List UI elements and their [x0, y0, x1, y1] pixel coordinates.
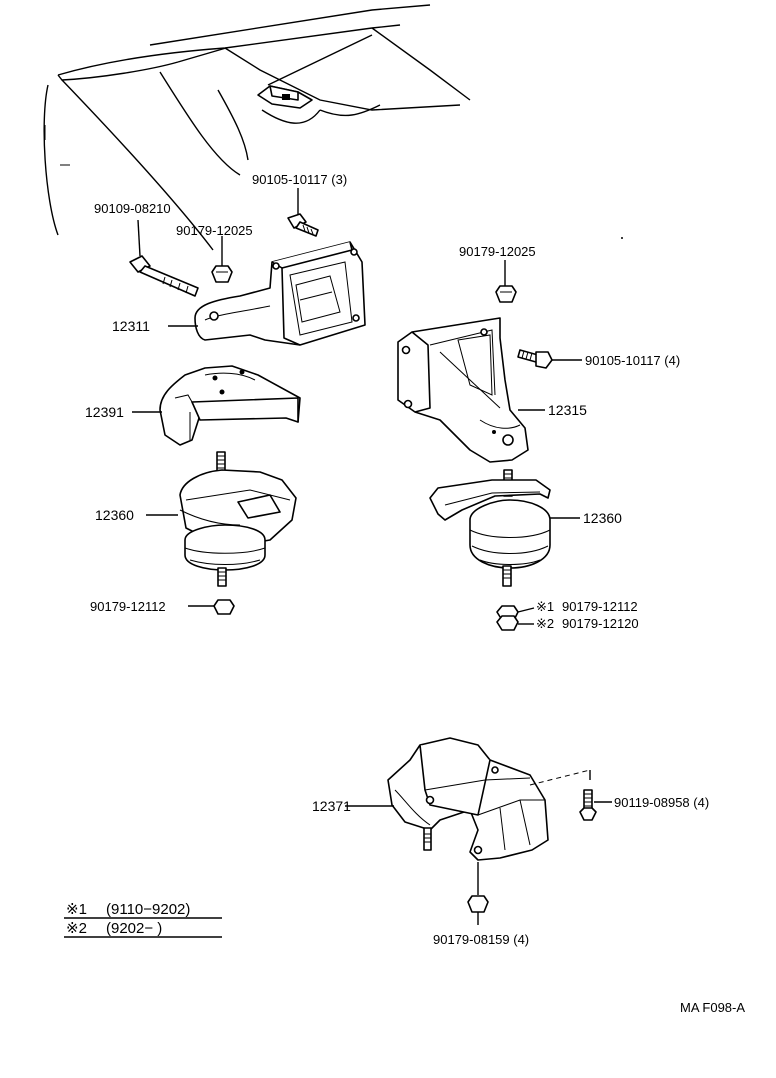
label-nut-right-1: 90179-12112 [562, 599, 638, 614]
note1-mark: ※1 [66, 901, 87, 918]
label-insulator-right: 12360 [583, 510, 622, 526]
label-mount-rear: 12371 [312, 798, 351, 814]
insulator-left [146, 451, 297, 587]
label-bracket-left: 12311 [112, 318, 150, 334]
nut-right-bottom [496, 605, 535, 631]
bolt-top-center [287, 188, 319, 237]
label-nut-left-top: 90179-12025 [176, 223, 253, 238]
label-insulator-left: 12360 [95, 507, 134, 523]
label-bolt-left: 90109-08210 [94, 201, 171, 216]
nut-right-top [495, 260, 517, 303]
stray-dot [621, 237, 623, 239]
label-nut-right-2: 90179-12120 [562, 616, 639, 631]
insulator-right [429, 469, 580, 587]
bracket-right [397, 317, 545, 463]
note2-mark: ※2 [66, 920, 87, 937]
bolt-left [129, 219, 199, 297]
label-bolt-top-center: 90105-10117 (3) [252, 172, 347, 187]
nut-left-top [211, 236, 233, 283]
note2-range: (9202− ) [106, 920, 162, 937]
label-cover-left: 12391 [85, 404, 124, 420]
mount-rear [345, 737, 591, 861]
nut-left-bottom [188, 599, 235, 615]
label-bracket-right: 12315 [548, 402, 587, 418]
label-bolt-right: 90105-10117 (4) [585, 353, 680, 368]
nut-rear [467, 862, 489, 925]
marker-1: ※1 [536, 599, 554, 614]
bolt-rear [579, 789, 612, 821]
diagram-code: MA F098-A [680, 1000, 745, 1015]
label-nut-rear: 90179-08159 (4) [433, 932, 529, 947]
label-bolt-rear: 90119-08958 (4) [614, 795, 709, 810]
label-nut-left-bottom: 90179-12112 [90, 599, 166, 614]
engine-outline [43, 4, 471, 251]
bracket-left [168, 241, 366, 346]
note1-range: (9110−9202) [106, 901, 190, 918]
marker-2: ※2 [536, 616, 554, 631]
cover-left [132, 365, 301, 446]
bolt-right [517, 349, 582, 369]
label-nut-right-top: 90179-12025 [459, 244, 536, 259]
